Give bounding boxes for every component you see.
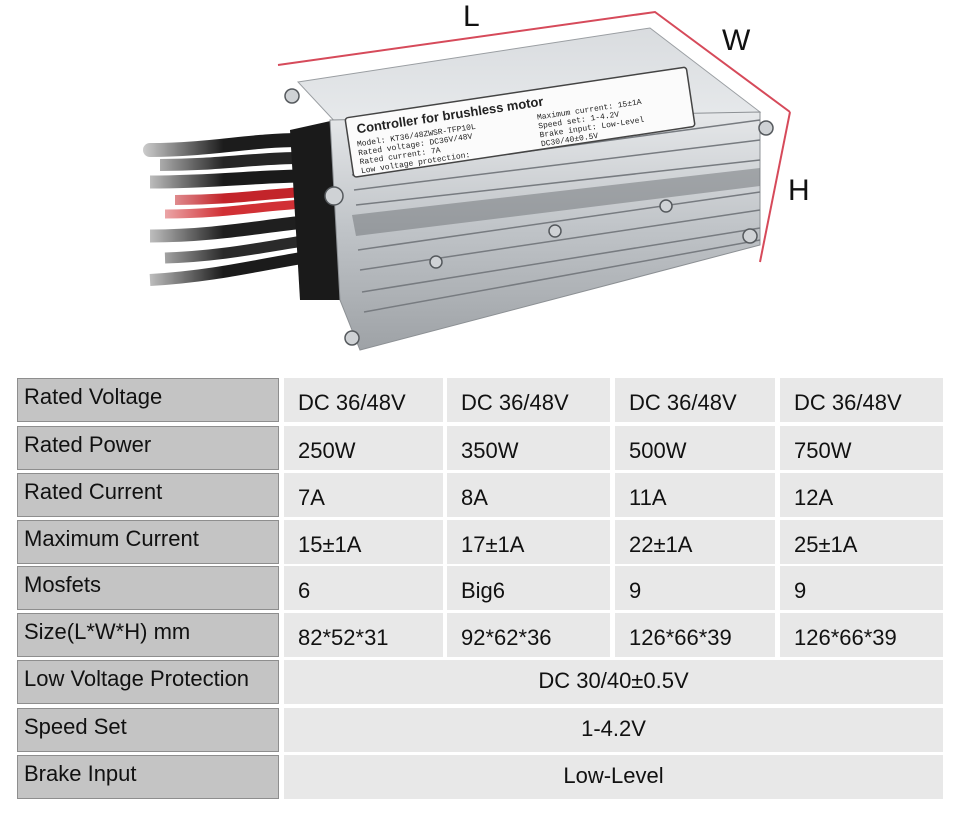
table-cell: 17±1A <box>447 520 610 564</box>
row-label-rated-current: Rated Current <box>17 473 279 517</box>
dimension-lines <box>277 10 791 263</box>
row-label-speed-set: Speed Set <box>17 708 279 752</box>
table-cell: DC 36/48V <box>780 378 943 422</box>
table-cell: 500W <box>615 426 775 470</box>
row-label-size: Size(L*W*H) mm <box>17 613 279 657</box>
table-cell: 250W <box>284 426 443 470</box>
table-cell: 350W <box>447 426 610 470</box>
table-cell: 8A <box>447 473 610 517</box>
row-label-rated-voltage: Rated Voltage <box>17 378 279 422</box>
table-cell: 126*66*39 <box>615 613 775 657</box>
table-cell: 11A <box>615 473 775 517</box>
width-label: W <box>722 24 751 57</box>
length-label: L <box>463 0 480 33</box>
merged-value-low-voltage-protection: DC 30/40±0.5V <box>284 660 943 704</box>
table-cell: DC 36/48V <box>447 378 610 422</box>
table-cell: 750W <box>780 426 943 470</box>
table-cell: 25±1A <box>780 520 943 564</box>
table-cell: 9 <box>780 566 943 610</box>
table-cell: Big6 <box>447 566 610 610</box>
screw-icons <box>284 88 774 346</box>
row-label-low-voltage-protection: Low Voltage Protection <box>17 660 279 704</box>
merged-value-brake-input: Low-Level <box>284 755 943 799</box>
row-label-mosfets: Mosfets <box>17 566 279 610</box>
table-cell: 12A <box>780 473 943 517</box>
height-label: H <box>788 174 810 207</box>
table-cell: 6 <box>284 566 443 610</box>
table-cell: 126*66*39 <box>780 613 943 657</box>
table-cell: 9 <box>615 566 775 610</box>
table-cell: 22±1A <box>615 520 775 564</box>
controller-product-image: L W H <box>120 0 810 351</box>
table-cell: 82*52*31 <box>284 613 443 657</box>
row-label-rated-power: Rated Power <box>17 426 279 470</box>
heatsink-fins <box>351 119 761 313</box>
table-cell: 7A <box>284 473 443 517</box>
table-cell: DC 36/48V <box>284 378 443 422</box>
row-label-brake-input: Brake Input <box>17 755 279 799</box>
table-cell: 15±1A <box>284 520 443 564</box>
table-cell: DC 36/48V <box>615 378 775 422</box>
controller-housing: Controller for brushless motor Model: KT… <box>284 27 774 351</box>
row-label-maximum-current: Maximum Current <box>17 520 279 564</box>
table-cell: 92*62*36 <box>447 613 610 657</box>
merged-value-speed-set: 1-4.2V <box>284 708 943 752</box>
